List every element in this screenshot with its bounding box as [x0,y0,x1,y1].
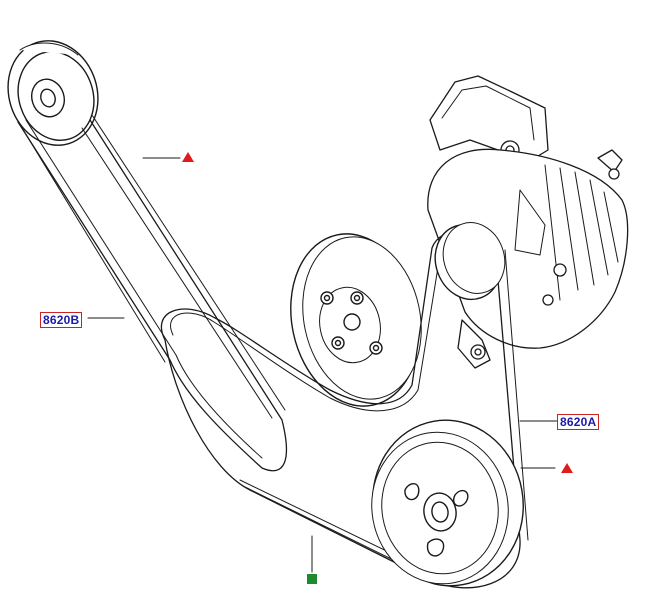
belt-8620b [17,114,288,472]
callout-8620a: 8620A [557,414,600,430]
alternator-pulley [434,222,506,301]
callout-8620b: 8620B [40,312,83,328]
top-left-pulley [7,40,99,146]
green-square-icon [307,574,317,584]
crankshaft-pulley [371,419,524,587]
leader-lines [87,157,558,573]
alternator [427,75,629,369]
idler-pulley [290,233,422,407]
red-triangle-icon [182,152,194,162]
red-triangle-icon [561,463,573,473]
